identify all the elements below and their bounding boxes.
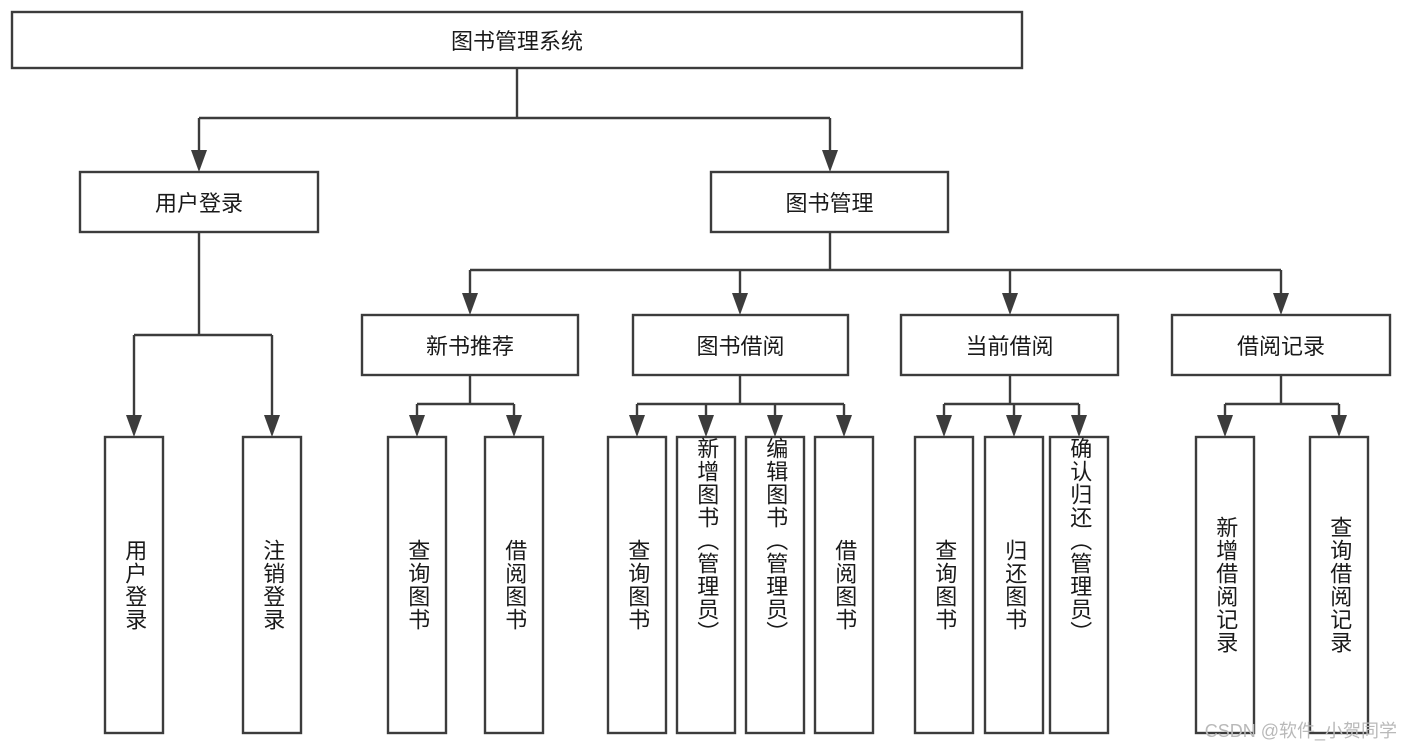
- node-leaf-confirm-return[interactable]: [1048, 435, 1110, 735]
- node-leaf-logout[interactable]: [241, 435, 303, 735]
- arrow-head-book-mgmt: [822, 150, 838, 172]
- arrow-head-nb-leaf-2: [506, 415, 522, 437]
- node-box-layer: [10, 10, 1392, 735]
- arrow-head-leaf-logout: [264, 415, 280, 437]
- arrow-head-br-leaf-2: [1331, 415, 1347, 437]
- node-leaf-query-book-3[interactable]: [913, 435, 975, 735]
- node-new-book-recommend[interactable]: [360, 313, 580, 377]
- node-leaf-borrow-book-2[interactable]: [813, 435, 875, 735]
- arrow-head-book-borrow: [732, 293, 748, 315]
- node-leaf-user-login[interactable]: [103, 435, 165, 735]
- node-leaf-edit-book[interactable]: [744, 435, 806, 735]
- node-leaf-borrow-book-1[interactable]: [483, 435, 545, 735]
- arrow-head-bb-leaf-4: [836, 415, 852, 437]
- node-root[interactable]: [10, 10, 1024, 70]
- node-leaf-query-record[interactable]: [1308, 435, 1370, 735]
- arrow-head-borrow-record: [1273, 293, 1289, 315]
- arrow-head-br-leaf-1: [1217, 415, 1233, 437]
- node-leaf-return-book[interactable]: [983, 435, 1045, 735]
- arrow-head-user-login: [191, 150, 207, 172]
- node-user-login[interactable]: [78, 170, 320, 234]
- arrow-head-cb-leaf-3: [1071, 415, 1087, 437]
- csdn-watermark: CSDN @软件_小贺同学: [1204, 721, 1397, 741]
- arrow-head-new-book: [462, 293, 478, 315]
- arrow-head-cb-leaf-1: [936, 415, 952, 437]
- arrow-head-bb-leaf-1: [629, 415, 645, 437]
- node-leaf-query-book-2[interactable]: [606, 435, 668, 735]
- node-leaf-query-book-1[interactable]: [386, 435, 448, 735]
- node-leaf-add-book[interactable]: [675, 435, 737, 735]
- node-borrow-record[interactable]: [1170, 313, 1392, 377]
- arrow-head-cb-leaf-2: [1006, 415, 1022, 437]
- node-book-management[interactable]: [709, 170, 950, 234]
- arrow-head-bb-leaf-2: [698, 415, 714, 437]
- node-book-borrow[interactable]: [631, 313, 850, 377]
- node-leaf-add-record[interactable]: [1194, 435, 1256, 735]
- arrow-head-leaf-user-login: [126, 415, 142, 437]
- connector-layer: [126, 68, 1347, 437]
- arrow-head-current-borrow: [1002, 293, 1018, 315]
- arrow-head-bb-leaf-3: [767, 415, 783, 437]
- arrow-head-nb-leaf-1: [409, 415, 425, 437]
- node-current-borrow[interactable]: [899, 313, 1120, 377]
